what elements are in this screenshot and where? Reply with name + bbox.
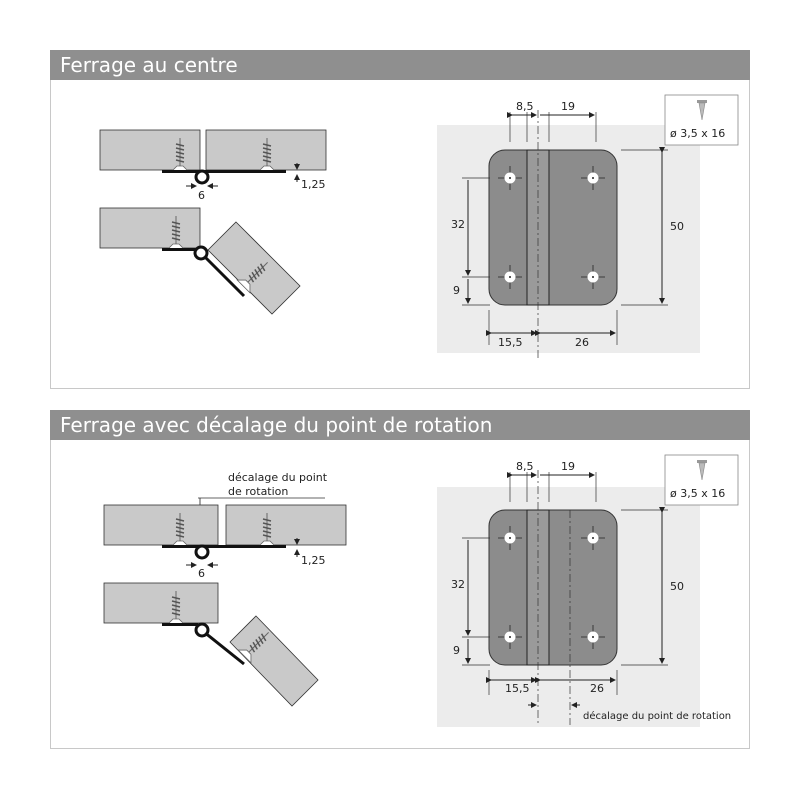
section-2-hinge-drawing: 8,5 19 32 9 50 15,5 26 décalage du point… bbox=[437, 454, 739, 727]
dim-gap: 6 bbox=[198, 189, 205, 202]
dim-32: 32 bbox=[451, 218, 465, 231]
dim-26: 26 bbox=[590, 682, 604, 695]
dim-thickness: 1,25 bbox=[301, 178, 326, 191]
offset-label-line1: décalage du point bbox=[228, 471, 328, 484]
dim-19: 19 bbox=[561, 460, 575, 473]
offset-label-line2: de rotation bbox=[228, 485, 288, 498]
section-2-open-view bbox=[103, 582, 319, 707]
section-2-closed-view: décalage du point de rotation 6 1,25 bbox=[103, 471, 347, 580]
dim-9: 9 bbox=[453, 284, 460, 297]
dim-9: 9 bbox=[453, 644, 460, 657]
dim-8-5: 8,5 bbox=[516, 460, 534, 473]
section-1-open-view bbox=[99, 207, 301, 315]
dim-8-5: 8,5 bbox=[516, 100, 534, 113]
screw-icon bbox=[697, 100, 707, 121]
dim-15-5: 15,5 bbox=[498, 336, 523, 349]
dim-19: 19 bbox=[561, 100, 575, 113]
screw-spec: ø 3,5 x 16 bbox=[670, 487, 725, 500]
dim-26: 26 bbox=[575, 336, 589, 349]
section-2-title: Ferrage avec décalage du point de rotati… bbox=[50, 410, 750, 440]
offset-label: décalage du point de rotation bbox=[583, 710, 731, 722]
dim-50: 50 bbox=[670, 220, 684, 233]
section-1-closed-view: 6 1,25 bbox=[99, 129, 327, 202]
dim-15-5: 15,5 bbox=[505, 682, 530, 695]
screw-spec: ø 3,5 x 16 bbox=[670, 127, 725, 140]
dim-32: 32 bbox=[451, 578, 465, 591]
section-1-hinge-drawing: 8,5 19 32 9 50 15,5 26 ø 3,5 x 16 bbox=[437, 94, 739, 360]
section-1-title: Ferrage au centre bbox=[50, 50, 750, 80]
dim-thickness: 1,25 bbox=[301, 554, 326, 567]
screw-icon bbox=[697, 460, 707, 481]
dim-50: 50 bbox=[670, 580, 684, 593]
dim-gap: 6 bbox=[198, 567, 205, 580]
